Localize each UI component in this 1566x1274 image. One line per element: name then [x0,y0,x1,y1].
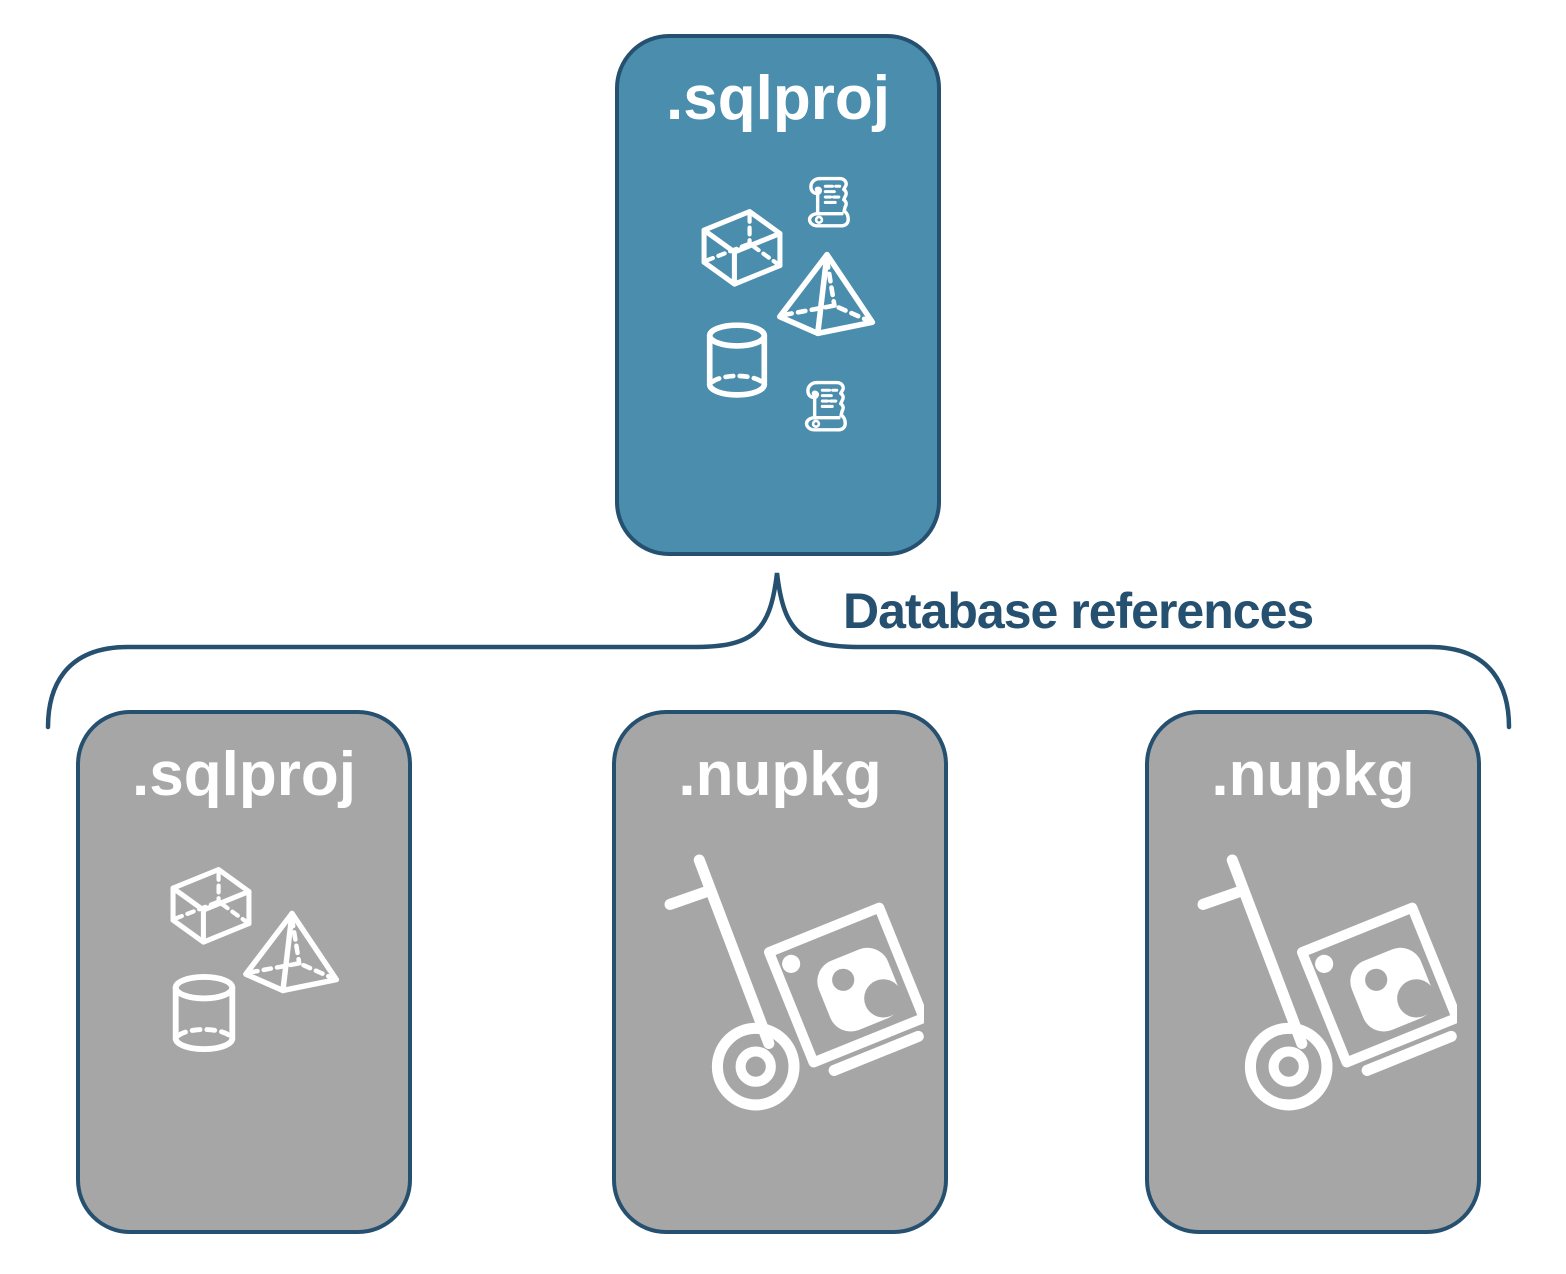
parent-box-label: .sqlproj [666,64,890,133]
nuget-package-handtruck-icon [662,852,924,1114]
pyramid-icon [242,909,342,995]
child-box-nupkg-2: .nupkg [1145,710,1481,1234]
parent-box-sqlproj: .sqlproj [615,34,941,556]
child-box-label: .nupkg [678,740,882,809]
database-cylinder-icon [170,974,238,1054]
connector-label: Database references [843,583,1314,639]
pyramid-icon [776,250,878,338]
sql-script-scroll-icon [798,378,852,434]
child-box-label: .nupkg [1211,740,1415,809]
database-cylinder-icon [705,322,769,400]
sql-script-scroll-icon [801,174,855,230]
child-box-sqlproj: .sqlproj [76,710,412,1234]
cube-icon [699,204,785,290]
child-box-nupkg-1: .nupkg [612,710,948,1234]
child-box-label: .sqlproj [132,740,356,809]
nuget-package-handtruck-icon [1195,852,1457,1114]
